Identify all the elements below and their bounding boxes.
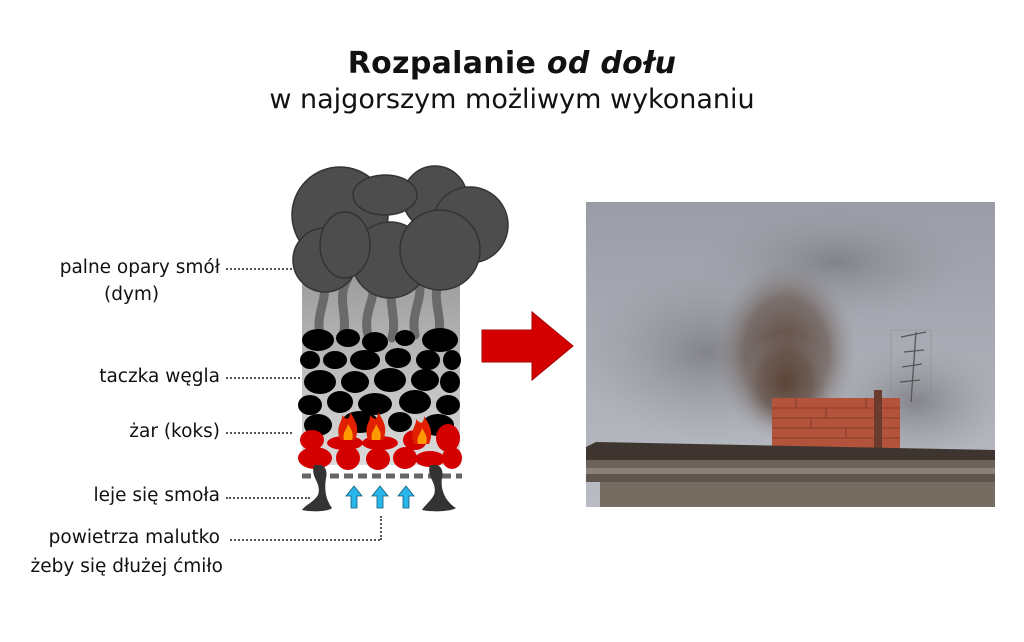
label-embers: żar (koks) <box>129 421 220 442</box>
leader-air-vertical <box>380 516 382 540</box>
label-coal: taczka węgla <box>99 366 220 387</box>
chimney-smoke-photo <box>586 202 995 507</box>
leader-smoke <box>226 268 296 270</box>
stove-diagram <box>291 165 509 512</box>
label-smoke: palne opary smół <box>30 257 220 278</box>
smoke-cloud-icon <box>291 165 509 299</box>
flame-icon <box>338 412 432 444</box>
leader-air <box>230 539 380 541</box>
leader-embers <box>226 432 292 434</box>
leader-tar <box>226 497 310 499</box>
leader-coal <box>226 377 300 379</box>
label-smoke-line2: (dym) <box>104 284 160 305</box>
label-smoke-line1: palne opary smół <box>59 257 220 278</box>
title-italic: od dołu <box>546 46 677 81</box>
label-tar: leje się smoła <box>93 485 220 506</box>
page-title: Rozpalanie od dołu <box>0 46 1024 81</box>
air-up-arrow-icon <box>345 485 415 509</box>
tar-drip-icon <box>302 465 456 512</box>
label-air-line2: żeby się dłużej ćmiło <box>30 556 223 577</box>
label-air: powietrza malutko <box>48 527 220 548</box>
roof-edge <box>586 442 995 460</box>
red-arrow-icon <box>481 310 574 382</box>
title-regular: Rozpalanie <box>347 46 547 81</box>
red-embers-icon <box>298 424 462 470</box>
building-wall <box>600 482 995 507</box>
page-subtitle: w najgorszym możliwym wykonaniu <box>269 84 755 115</box>
tv-antenna <box>890 329 932 403</box>
